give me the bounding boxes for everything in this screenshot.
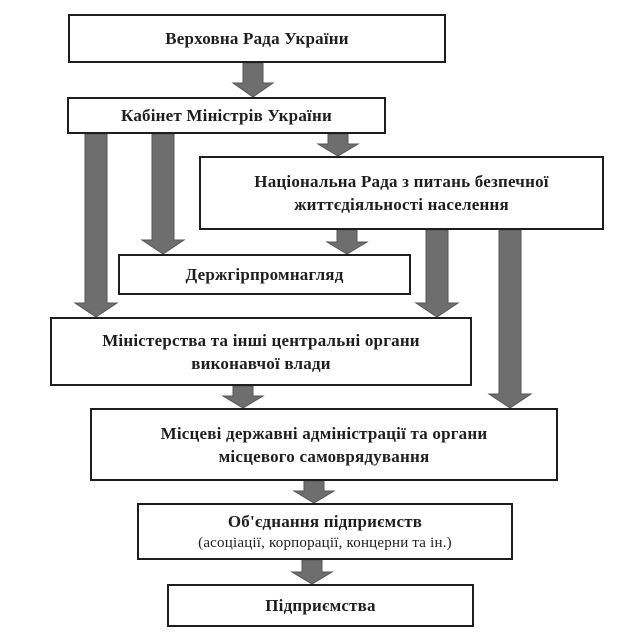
box-pidpryiemstva: Підприємства (167, 584, 474, 627)
box-verkhovna-rada: Верховна Рада України (68, 14, 446, 63)
box-mistsevi-administratsii: Місцеві державні адміністрації та органи… (90, 408, 558, 481)
box-kabinet-ministriv: Кабінет Міністрів України (67, 97, 386, 134)
box-obiednannia-pidpryiemstv-label: Об'єднання підприємств (227, 512, 423, 531)
arrow-ministerstva-to-mistsevi (221, 385, 265, 409)
box-derzhgirpromnaglyad: Держгірпромнагляд (118, 254, 411, 295)
box-derzhgirpromnaglyad-label: Держгірпромнагляд (185, 265, 344, 284)
arrow-mistsevi-to-obiednannia (292, 480, 336, 504)
box-ministerstva-line-1: Міністерства та інші центральні органи (102, 330, 420, 350)
arrow-rada-to-kabinet (231, 62, 275, 98)
box-natsionalna-rada: Національна Рада з питань безпечної житт… (199, 156, 604, 230)
arrow-kabinet-to-derzhgirprom (140, 133, 186, 255)
arrow-kabinet-to-ministerstva (73, 133, 119, 318)
arrow-obiednannia-to-pidpryiemstva (290, 559, 334, 585)
box-mistsevi-administratsii-line-2: місцевого самоврядування (218, 446, 430, 466)
box-natsionalna-rada-line-2: життєдіяльності населення (294, 195, 509, 214)
arrow-natsrada-to-mistsevi (487, 229, 533, 409)
box-natsionalna-rada-line-1: Національна Рада з питань безпечної (254, 172, 549, 191)
arrow-natsrada-to-derzhgirprom (325, 229, 369, 255)
box-mistsevi-administratsii-line-1: Місцеві державні адміністрації та органи (160, 423, 488, 443)
box-pidpryiemstva-label: Підприємства (265, 596, 376, 615)
box-ministerstva-line-2: виконавчої влади (191, 353, 331, 373)
box-obiednannia-pidpryiemstv-sublabel: (асоціації, корпорації, концерни та ін.) (198, 535, 452, 551)
box-ministerstva: Міністерства та інші центральні органи в… (50, 317, 472, 386)
box-kabinet-ministriv-label: Кабінет Міністрів України (121, 106, 332, 125)
box-verkhovna-rada-label: Верховна Рада України (165, 29, 349, 48)
arrow-natsrada-to-ministerstva (414, 229, 460, 318)
arrow-kabinet-to-natsrada (316, 133, 360, 157)
box-obiednannia-pidpryiemstv: Об'єднання підприємств (асоціації, корпо… (137, 503, 513, 560)
